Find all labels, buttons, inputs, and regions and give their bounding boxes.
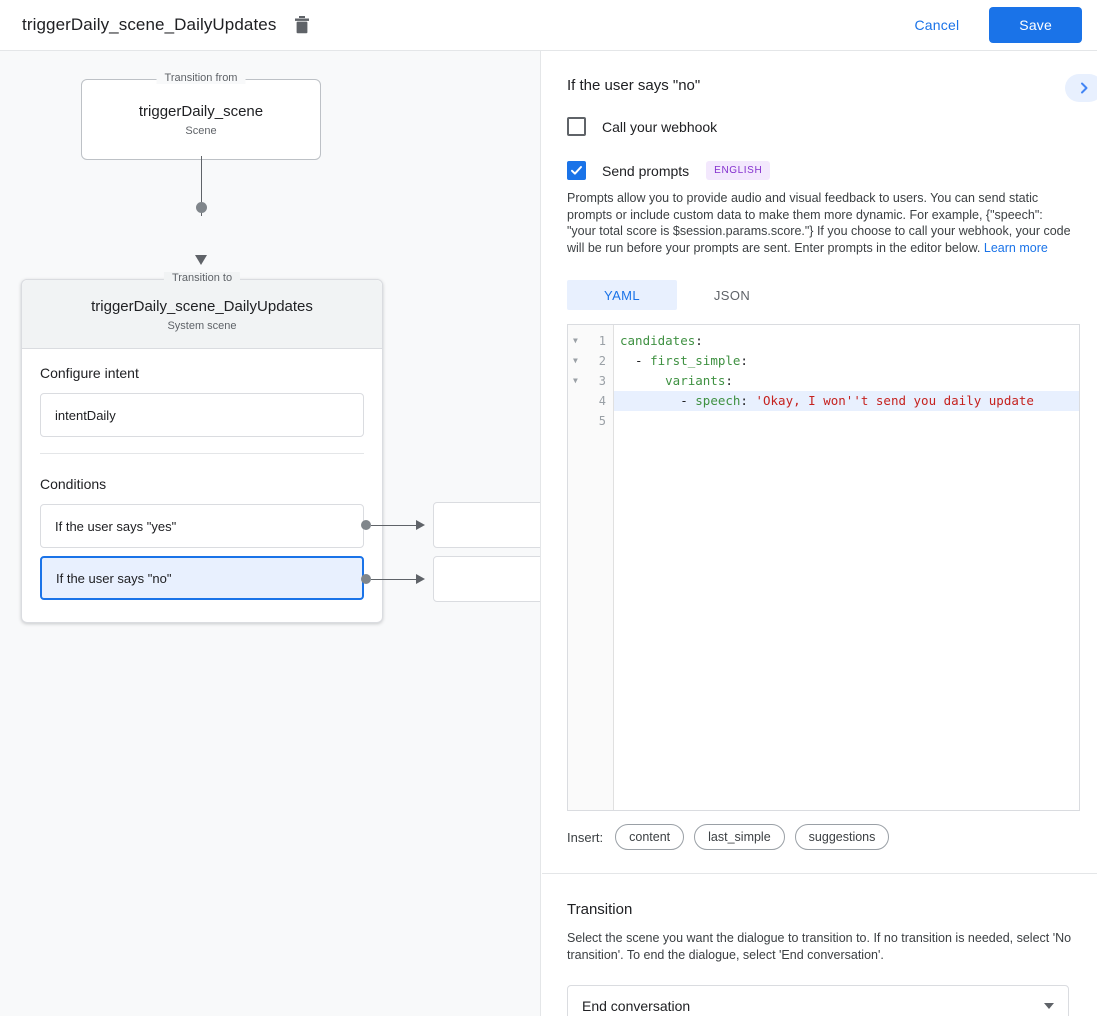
topbar-actions: Cancel Save (899, 7, 1082, 43)
chevron-down-icon (1044, 1003, 1054, 1009)
main-content: Transition from triggerDaily_scene Scene… (0, 51, 1097, 1016)
page-title: triggerDaily_scene_DailyUpdates (22, 15, 277, 34)
transition-select[interactable]: End conversation (567, 985, 1069, 1016)
intent-field[interactable]: intentDaily (40, 393, 364, 437)
fold-triangle-icon[interactable]: ▼ (573, 376, 578, 385)
node-from-legend: Transition from (156, 72, 246, 84)
panel-section-divider (542, 873, 1097, 874)
insert-chips-row: Insert: content last_simple suggestions (567, 824, 1097, 850)
code-line[interactable]: candidates: (620, 333, 703, 348)
panel-title: If the user says "no" (567, 77, 701, 94)
connector-arrow (195, 255, 207, 265)
gutter-line[interactable]: ▼3 (573, 374, 606, 388)
node-from-subtitle: Scene (185, 124, 217, 137)
connector-dot (196, 202, 207, 213)
fold-triangle-icon[interactable]: ▼ (573, 336, 578, 345)
conditions-list: If the user says "yes" If the user says … (22, 504, 382, 622)
scene-graph-canvas[interactable]: Transition from triggerDaily_scene Scene… (0, 51, 541, 1016)
stub-node-no[interactable] (433, 556, 540, 602)
webhook-row: Call your webhook (542, 117, 1097, 136)
edge-line-yes (371, 525, 421, 526)
section-divider (40, 453, 364, 454)
gutter-line[interactable]: 5 (598, 414, 606, 428)
node-transition-from[interactable]: Transition from triggerDaily_scene Scene (81, 72, 321, 160)
condition-item-no[interactable]: If the user says "no" (40, 556, 364, 600)
gutter-line[interactable]: 4 (598, 394, 606, 408)
cancel-button[interactable]: Cancel (899, 8, 976, 42)
code-line[interactable]: - first_simple: (620, 353, 748, 368)
gutter-line[interactable]: ▼2 (573, 354, 606, 368)
transition-description: Select the scene you want the dialogue t… (567, 931, 1072, 962)
prompt-code-editor[interactable]: ▼1 ▼2 ▼3 4 5 candidates: - first_simple:… (567, 324, 1080, 811)
condition-item-yes[interactable]: If the user says "yes" (40, 504, 364, 548)
save-button[interactable]: Save (989, 7, 1082, 43)
condition-detail-panel: If the user says "no" Call your webhook … (542, 51, 1097, 1016)
connector-line (201, 156, 202, 216)
learn-more-link[interactable]: Learn more (983, 240, 1048, 255)
transition-title: Transition (567, 901, 633, 918)
stub-node-yes[interactable] (433, 502, 540, 548)
node-from-title: triggerDaily_scene (138, 102, 264, 120)
node-to-title: triggerDaily_scene_DailyUpdates (91, 298, 313, 315)
top-app-bar: triggerDaily_scene_DailyUpdates Cancel S… (0, 0, 1097, 51)
code-line[interactable]: variants: (665, 373, 733, 388)
transition-select-value: End conversation (582, 998, 691, 1014)
gutter-line[interactable]: ▼1 (573, 334, 606, 348)
edge-dot-no (361, 574, 371, 584)
panel-header: If the user says "no" (542, 51, 1097, 102)
node-transition-to[interactable]: Transition to triggerDaily_scene_DailyUp… (21, 272, 383, 623)
insert-chip-suggestions[interactable]: suggestions (794, 824, 890, 850)
edge-arrow-no (416, 574, 425, 584)
configure-intent-section: Configure intent intentDaily (22, 349, 382, 460)
send-prompts-label: Send prompts (602, 162, 690, 179)
transition-section: Transition Select the scene you want the… (542, 874, 1097, 1016)
call-webhook-checkbox[interactable] (567, 117, 586, 136)
trash-icon[interactable] (290, 13, 314, 37)
chevron-right-icon[interactable] (1065, 74, 1097, 102)
insert-chip-content[interactable]: content (615, 824, 685, 850)
edge-line-no (371, 579, 421, 580)
prompts-description-text: Prompts allow you to provide audio and v… (567, 191, 1071, 255)
code-line[interactable]: - speech: 'Okay, I won''t send you daily… (614, 391, 1079, 411)
configure-intent-title: Configure intent (40, 365, 139, 381)
send-prompts-row: Send prompts ENGLISH (542, 161, 1097, 180)
fold-triangle-icon[interactable]: ▼ (573, 356, 578, 365)
language-badge: ENGLISH (706, 161, 771, 180)
editor-format-tabs: YAML JSON (567, 280, 1097, 310)
edge-arrow-yes (416, 520, 425, 530)
tab-yaml[interactable]: YAML (567, 280, 677, 310)
tab-json[interactable]: JSON (713, 287, 751, 303)
send-prompts-checkbox[interactable] (567, 161, 586, 180)
conditions-section: Conditions (22, 460, 382, 492)
editor-code-area[interactable]: candidates: - first_simple: variants: - … (614, 325, 1079, 810)
prompts-description: Prompts allow you to provide audio and v… (567, 190, 1072, 256)
conditions-title: Conditions (40, 476, 107, 492)
node-to-header: Transition to triggerDaily_scene_DailyUp… (22, 272, 382, 349)
call-webhook-label: Call your webhook (602, 118, 718, 135)
insert-chip-last-simple[interactable]: last_simple (694, 824, 785, 850)
edge-dot-yes (361, 520, 371, 530)
code-line[interactable] (614, 411, 1079, 431)
node-to-subtitle: System scene (167, 320, 237, 332)
node-to-legend: Transition to (163, 272, 241, 284)
insert-label: Insert: (567, 829, 604, 845)
editor-gutter: ▼1 ▼2 ▼3 4 5 (568, 325, 614, 810)
